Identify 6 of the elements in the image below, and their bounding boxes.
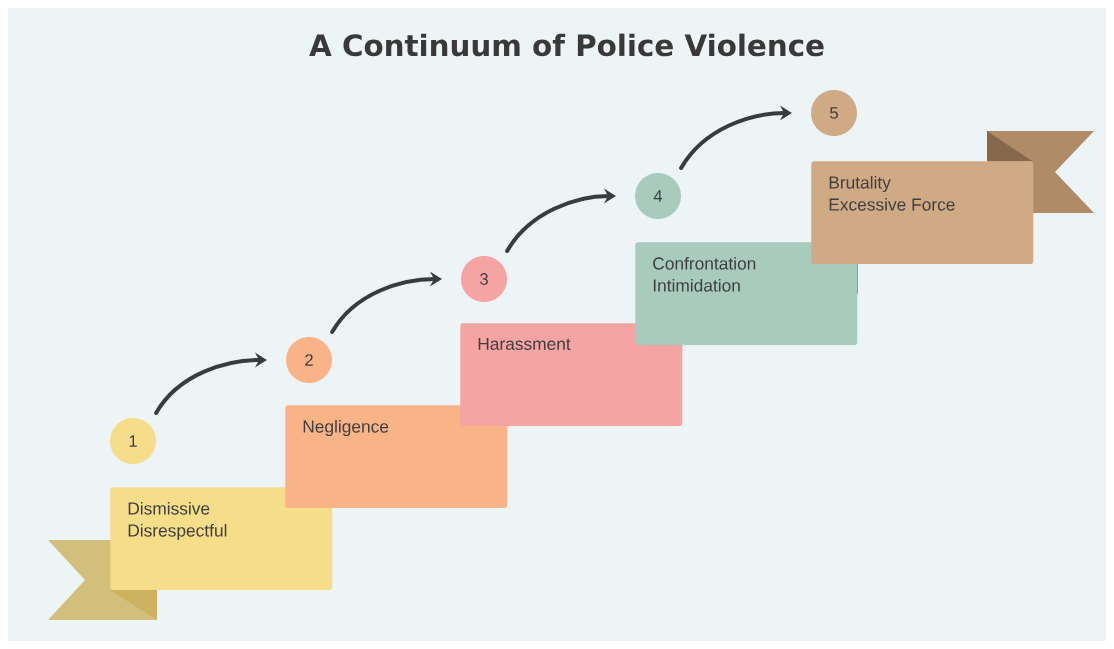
title: A Continuum of Police Violence (309, 33, 824, 57)
step-box: Dismissive Disrespectful (110, 487, 333, 590)
step-box: Brutality Excessive Force (811, 161, 1034, 264)
step-box: Harassment (460, 323, 683, 426)
step-box: Negligence (285, 405, 508, 508)
step-box: Confrontation Intimidation (635, 242, 858, 345)
